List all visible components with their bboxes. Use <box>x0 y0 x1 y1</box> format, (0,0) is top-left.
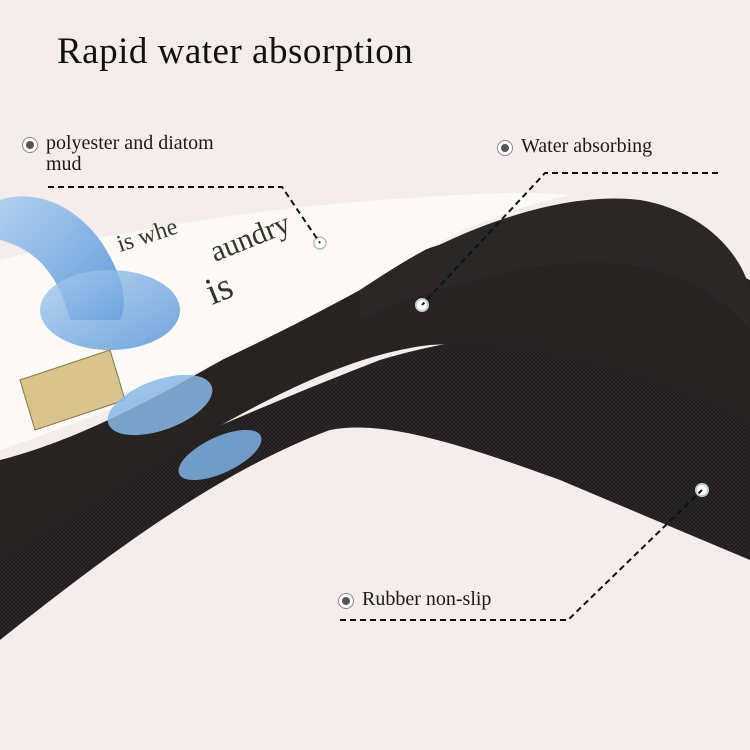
callout-label: Rubber non-slip <box>362 588 492 610</box>
callout-water-absorbing: Water absorbing <box>497 136 652 157</box>
page-title: Rapid water absorption <box>57 31 414 72</box>
water-drop <box>178 429 262 481</box>
water-drop <box>107 374 213 436</box>
callout-rubber-non-slip: Rubber non-slip <box>338 589 491 610</box>
callout-label-line2: mud <box>46 153 82 175</box>
callout-label: Water absorbing <box>521 135 653 157</box>
callout-label-line1: polyester and diatom <box>46 132 214 154</box>
bullet-icon <box>497 140 513 156</box>
bullet-icon <box>338 593 354 609</box>
absorbing-layer <box>0 230 750 560</box>
leader-lines <box>48 172 718 621</box>
water-splash <box>40 270 180 350</box>
rubber-layer <box>0 331 750 640</box>
callout-polyester-diatom-mud: polyester and diatom mud <box>22 133 214 175</box>
bullet-icon <box>22 137 38 153</box>
